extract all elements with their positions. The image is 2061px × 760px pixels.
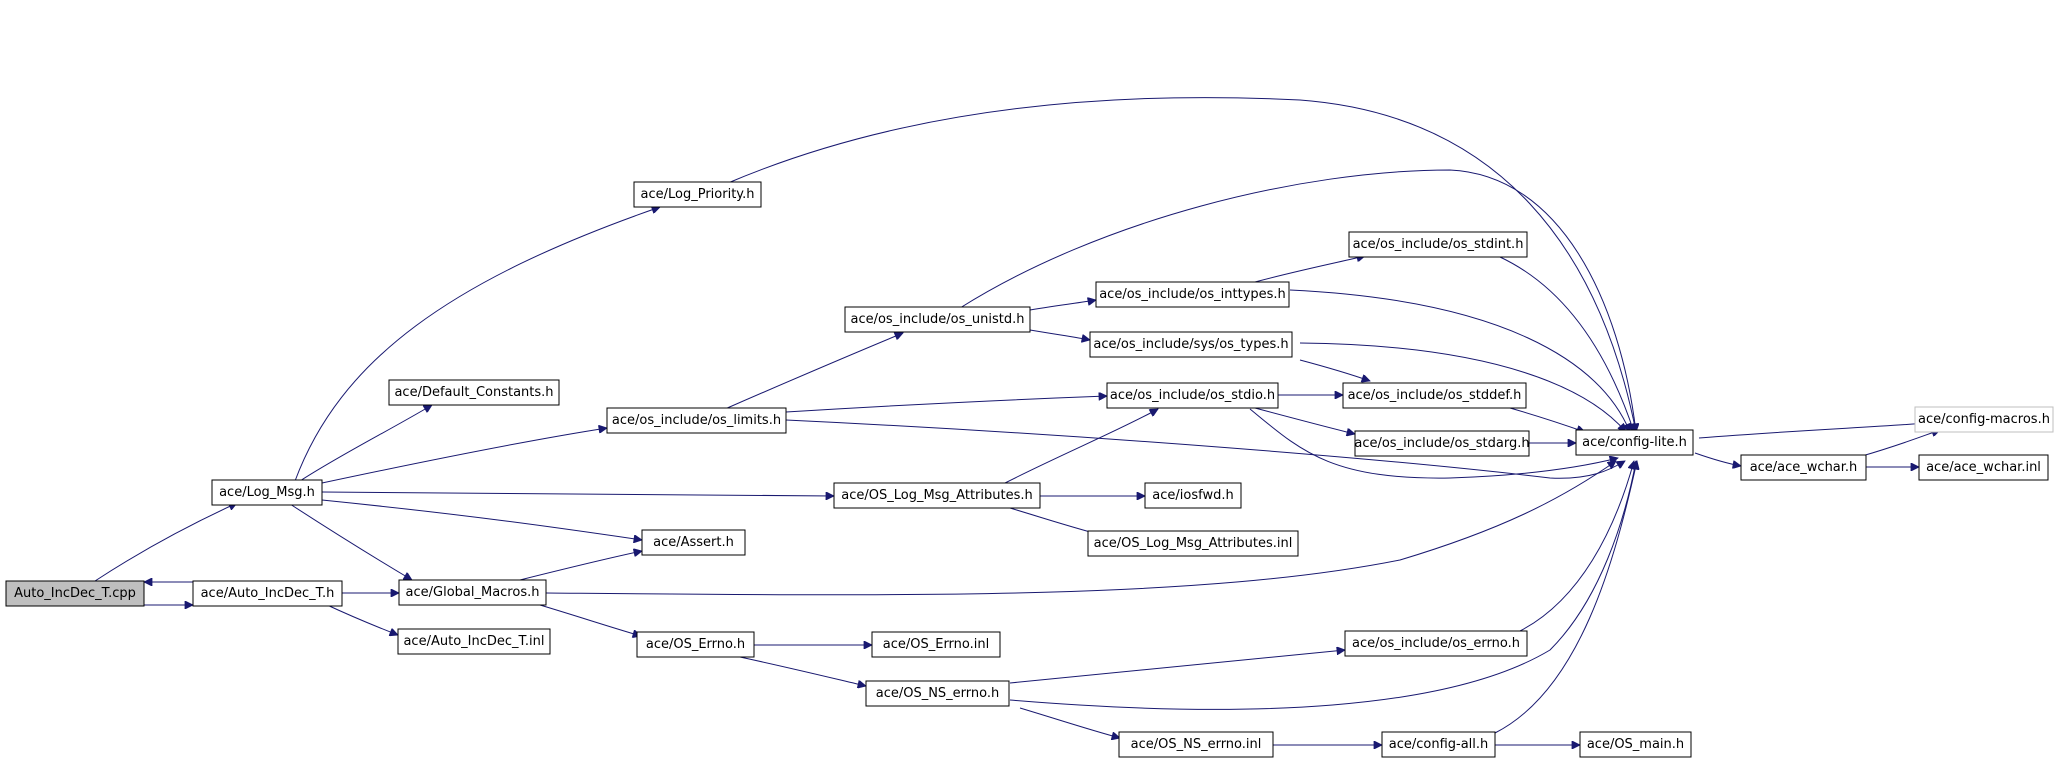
edge-global-macros-to-assert bbox=[519, 551, 642, 581]
node-label: ace/iosfwd.h bbox=[1152, 488, 1233, 503]
edge-os-stddef-to-config-lite bbox=[1509, 407, 1585, 432]
node-label: ace/OS_Errno.inl bbox=[883, 637, 989, 652]
node-os-errno-inl[interactable]: ace/OS_Errno.inl bbox=[871, 631, 1001, 658]
node-label: ace/os_include/os_stdio.h bbox=[1110, 388, 1275, 403]
node-os-include-errno[interactable]: ace/os_include/os_errno.h bbox=[1344, 630, 1528, 657]
node-auto-incdec-inl[interactable]: ace/Auto_IncDec_T.inl bbox=[397, 628, 551, 655]
edge-os-unistd-to-config-lite bbox=[959, 169, 1636, 432]
node-label: ace/os_include/os_stdint.h bbox=[1353, 237, 1524, 252]
node-label: ace/ace_wchar.h bbox=[1750, 460, 1858, 475]
node-label: ace/OS_Errno.h bbox=[646, 637, 745, 652]
edge-config-lite-to-config-macros bbox=[1698, 423, 1926, 439]
edge-log-msg-to-os-limits bbox=[321, 428, 607, 484]
node-log-msg[interactable]: ace/Log_Msg.h bbox=[211, 479, 323, 506]
edge-global-macros-to-config-lite bbox=[545, 461, 1616, 596]
edge-os-log-msg-attr-to-os-stdio bbox=[1002, 408, 1158, 485]
node-config-lite[interactable]: ace/config-lite.h bbox=[1575, 429, 1694, 456]
nodes: Auto_IncDec_T.cpp ace/Auto_IncDec_T.h ac… bbox=[5, 181, 2054, 758]
edge-log-msg-to-assert bbox=[321, 499, 642, 540]
node-ace-wchar[interactable]: ace/ace_wchar.h bbox=[1740, 454, 1867, 481]
node-auto-incdec-h[interactable]: ace/Auto_IncDec_T.h bbox=[192, 580, 343, 607]
node-label: ace/os_include/os_unistd.h bbox=[850, 312, 1024, 327]
node-assert[interactable]: ace/Assert.h bbox=[641, 529, 746, 556]
edge-os-limits-to-config-lite bbox=[785, 419, 1625, 479]
node-os-stdio[interactable]: ace/os_include/os_stdio.h bbox=[1106, 382, 1279, 409]
node-label: ace/Log_Msg.h bbox=[219, 485, 315, 500]
edges bbox=[94, 97, 1940, 745]
edge-sys-os-types-to-config-lite bbox=[1299, 342, 1626, 432]
node-os-log-msg-attributes[interactable]: ace/OS_Log_Msg_Attributes.h bbox=[833, 482, 1041, 509]
node-label: ace/Log_Priority.h bbox=[641, 187, 755, 202]
node-label: ace/config-macros.h bbox=[1918, 412, 2050, 427]
edge-root-to-log-msg bbox=[94, 503, 237, 582]
node-sys-os-types[interactable]: ace/os_include/sys/os_types.h bbox=[1089, 331, 1293, 358]
node-label: ace/os_include/os_stddef.h bbox=[1348, 388, 1522, 403]
node-label: ace/os_include/os_errno.h bbox=[1352, 636, 1520, 651]
edge-os-stdint-to-config-lite bbox=[1499, 256, 1634, 432]
node-default-constants[interactable]: ace/Default_Constants.h bbox=[388, 379, 560, 406]
edge-sys-os-types-to-os-stddef bbox=[1299, 359, 1370, 381]
node-global-macros[interactable]: ace/Global_Macros.h bbox=[398, 579, 547, 606]
node-label: ace/Auto_IncDec_T.inl bbox=[403, 634, 544, 649]
node-label: ace/os_include/os_stdarg.h bbox=[1354, 436, 1529, 451]
edge-os-include-errno-to-config-lite bbox=[1519, 461, 1634, 632]
edge-log-msg-to-global-macros bbox=[289, 503, 412, 580]
node-os-log-msg-attributes-inl[interactable]: ace/OS_Log_Msg_Attributes.inl bbox=[1087, 530, 1299, 557]
node-os-stddef[interactable]: ace/os_include/os_stddef.h bbox=[1342, 382, 1527, 409]
edge-os-unistd-to-sys-os-types bbox=[1029, 329, 1090, 340]
edge-os-ns-errno-to-config-lite bbox=[1009, 461, 1636, 710]
node-config-macros[interactable]: ace/config-macros.h bbox=[1914, 406, 2054, 433]
node-os-stdarg[interactable]: ace/os_include/os_stdarg.h bbox=[1354, 430, 1530, 457]
node-os-unistd[interactable]: ace/os_include/os_unistd.h bbox=[844, 306, 1031, 333]
node-os-ns-errno[interactable]: ace/OS_NS_errno.h bbox=[865, 680, 1010, 707]
edge-auto-incdec-h-to-inl bbox=[324, 603, 398, 635]
node-label: ace/Default_Constants.h bbox=[394, 385, 553, 400]
edge-os-stdio-to-config-lite bbox=[1249, 408, 1618, 479]
node-os-limits[interactable]: ace/os_include/os_limits.h bbox=[606, 407, 787, 434]
edge-log-priority-to-config-lite bbox=[727, 97, 1636, 432]
node-label: ace/config-all.h bbox=[1389, 737, 1489, 752]
edge-ace-wchar-to-config-macros bbox=[1861, 430, 1940, 457]
edge-os-stdio-to-os-stdarg bbox=[1254, 407, 1355, 434]
edge-config-lite-to-ace-wchar bbox=[1694, 452, 1741, 466]
edge-os-inttypes-to-config-lite bbox=[1289, 289, 1630, 432]
node-label: Auto_IncDec_T.cpp bbox=[14, 586, 136, 601]
node-os-stdint[interactable]: ace/os_include/os_stdint.h bbox=[1348, 231, 1528, 258]
node-label: ace/Global_Macros.h bbox=[406, 585, 540, 600]
node-label: ace/os_include/os_limits.h bbox=[612, 413, 781, 428]
node-os-inttypes[interactable]: ace/os_include/os_inttypes.h bbox=[1095, 281, 1290, 308]
node-label: ace/OS_Log_Msg_Attributes.inl bbox=[1094, 536, 1293, 551]
node-label: ace/OS_NS_errno.inl bbox=[1131, 737, 1262, 752]
edge-global-macros-to-os-errno bbox=[539, 604, 641, 636]
edge-os-limits-to-os-stdio bbox=[785, 396, 1107, 413]
node-log-priority[interactable]: ace/Log_Priority.h bbox=[633, 181, 762, 208]
node-iosfwd[interactable]: ace/iosfwd.h bbox=[1144, 482, 1242, 509]
node-os-errno[interactable]: ace/OS_Errno.h bbox=[636, 631, 755, 658]
node-label: ace/Assert.h bbox=[653, 535, 734, 550]
edge-os-inttypes-to-os-stdint bbox=[1254, 256, 1365, 283]
node-label: ace/config-lite.h bbox=[1582, 435, 1687, 450]
node-label: ace/ace_wchar.inl bbox=[1926, 460, 2041, 475]
node-label: ace/Auto_IncDec_T.h bbox=[201, 586, 335, 601]
node-label: ace/OS_main.h bbox=[1587, 737, 1684, 752]
node-os-ns-errno-inl[interactable]: ace/OS_NS_errno.inl bbox=[1118, 731, 1274, 758]
edge-config-all-to-config-lite bbox=[1494, 461, 1637, 734]
node-root-file[interactable]: Auto_IncDec_T.cpp bbox=[5, 580, 145, 607]
edge-log-msg-to-default-constants bbox=[299, 405, 432, 482]
edge-log-msg-to-log-priority bbox=[294, 207, 660, 482]
node-os-main[interactable]: ace/OS_main.h bbox=[1579, 731, 1692, 758]
node-ace-wchar-inl[interactable]: ace/ace_wchar.inl bbox=[1918, 454, 2049, 481]
node-config-all[interactable]: ace/config-all.h bbox=[1381, 731, 1496, 758]
edge-os-ns-errno-to-os-include-errno bbox=[1009, 650, 1345, 684]
node-label: ace/OS_NS_errno.h bbox=[876, 686, 1000, 701]
edge-log-msg-to-os-log-msg-attr bbox=[321, 491, 834, 496]
node-label: ace/OS_Log_Msg_Attributes.h bbox=[841, 488, 1032, 503]
node-label: ace/os_include/os_inttypes.h bbox=[1099, 287, 1286, 302]
edge-os-unistd-to-os-inttypes bbox=[1029, 300, 1096, 311]
edge-os-limits-to-os-unistd bbox=[724, 333, 903, 410]
edge-os-ns-errno-to-inl bbox=[1019, 707, 1120, 738]
node-label: ace/os_include/sys/os_types.h bbox=[1093, 337, 1288, 352]
edge-os-errno-to-os-ns-errno bbox=[739, 656, 866, 686]
